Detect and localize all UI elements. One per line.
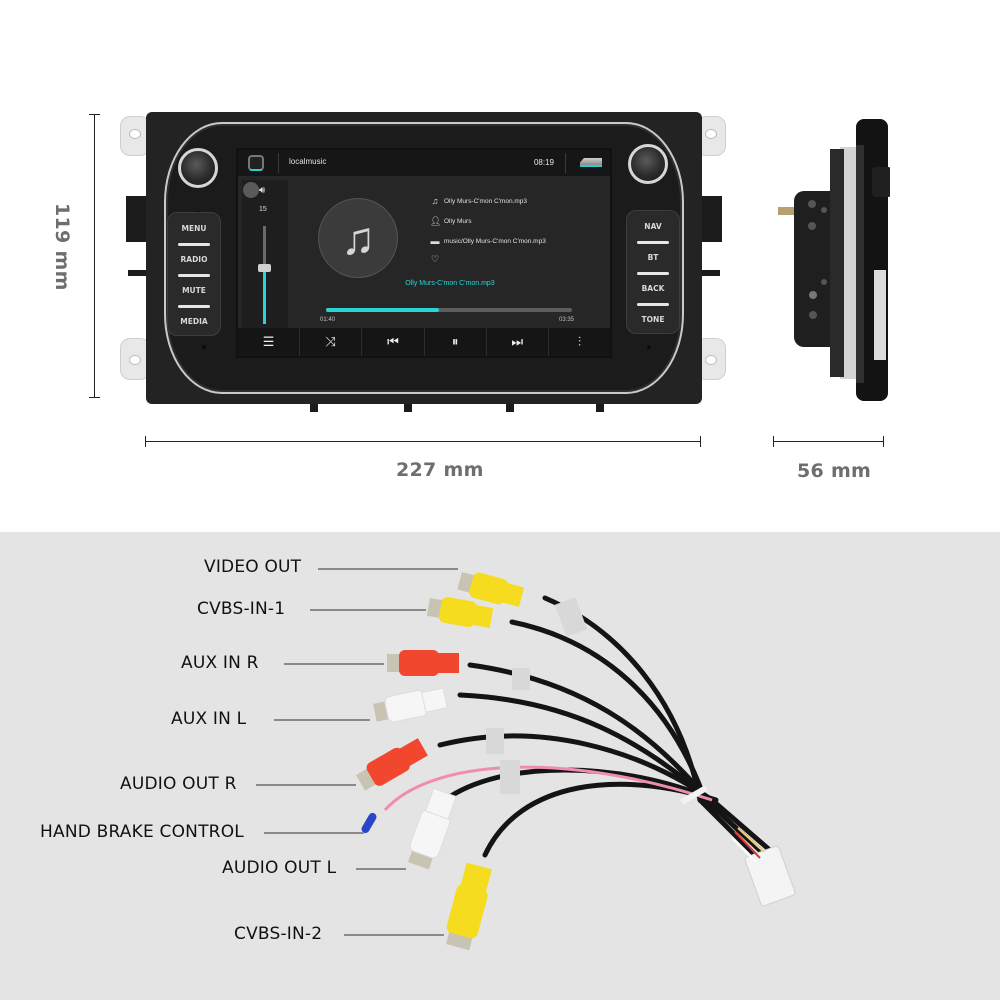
head-unit-side-view bbox=[760, 115, 892, 405]
folder-icon: ▬ bbox=[430, 236, 440, 246]
side-clip-right bbox=[700, 196, 722, 242]
leader-line bbox=[274, 719, 370, 721]
leader-line bbox=[344, 934, 444, 936]
divider bbox=[278, 153, 279, 173]
side-clip-left-lower bbox=[128, 270, 148, 276]
artist-row: 👤︎ Olly Murs bbox=[430, 216, 471, 227]
leader-line bbox=[264, 832, 364, 834]
width-dimension-label: 227 mm bbox=[396, 459, 484, 481]
label-cvbs-in-1: CVBS-IN-1 bbox=[197, 599, 286, 619]
mounting-tab-bottom-left bbox=[120, 338, 150, 380]
track-file-name: Olly Murs-C'mon C'mon.mp3 bbox=[444, 197, 528, 205]
artist-name: Olly Murs bbox=[444, 218, 472, 225]
reset-hole-left bbox=[202, 345, 206, 349]
mute-button[interactable]: MUTE bbox=[182, 286, 206, 295]
divider bbox=[565, 153, 566, 173]
progress-bar[interactable] bbox=[326, 308, 572, 312]
label-cvbs-in-2: CVBS-IN-2 bbox=[234, 924, 323, 944]
media-button[interactable]: MEDIA bbox=[180, 317, 208, 326]
playback-controls: ☰ ⤨ ⏮ ⏸ ⏭ ⫶ bbox=[238, 328, 610, 356]
elapsed-time: 01:40 bbox=[320, 317, 336, 323]
screen-back-button[interactable] bbox=[580, 158, 602, 167]
track-file-row: ♫ Olly Murs-C'mon C'mon.mp3 bbox=[430, 196, 527, 206]
label-aux-in-r: AUX IN R bbox=[181, 653, 259, 673]
leader-line bbox=[318, 568, 458, 570]
leader-line bbox=[256, 784, 356, 786]
floating-assist-button[interactable] bbox=[243, 182, 259, 198]
now-playing-title: Olly Murs-C'mon C'mon.mp3 bbox=[405, 280, 495, 287]
label-audio-out-r: AUDIO OUT R bbox=[120, 774, 237, 794]
volume-knob-left[interactable] bbox=[178, 148, 218, 188]
rca-cable-harness-graphic bbox=[356, 572, 796, 951]
shuffle-icon[interactable]: ⤨ bbox=[300, 328, 363, 356]
next-icon[interactable]: ⏭ bbox=[487, 328, 549, 356]
label-hand-brake-control: HAND BRAKE CONTROL bbox=[40, 822, 244, 842]
width-dimension-line bbox=[145, 436, 701, 447]
nav-button[interactable]: NAV bbox=[644, 222, 662, 231]
label-aux-in-l: AUX IN L bbox=[171, 709, 247, 729]
volume-slider-fill bbox=[263, 270, 266, 324]
bt-button[interactable]: BT bbox=[647, 253, 659, 262]
music-note-icon: ♫ bbox=[318, 198, 398, 278]
pause-icon[interactable]: ⏸ bbox=[425, 328, 487, 356]
side-clip-right-lower bbox=[700, 270, 720, 276]
app-title: localmusic bbox=[289, 157, 327, 166]
total-time: 03:35 bbox=[559, 317, 575, 323]
speaker-icon: 🔊︎ bbox=[259, 185, 266, 196]
side-clip-left bbox=[126, 196, 148, 242]
person-icon: 👤︎ bbox=[430, 216, 442, 226]
label-audio-out-l: AUDIO OUT L bbox=[222, 858, 337, 878]
path-row: ▬ music/Olly Murs-C'mon C'mon.mp3 bbox=[430, 236, 546, 246]
mounting-tab-top-left bbox=[120, 116, 150, 156]
status-bar: localmusic 08:19 bbox=[238, 150, 610, 176]
menu-button[interactable]: MENU bbox=[181, 224, 207, 233]
height-dimension-line bbox=[89, 114, 100, 398]
clock: 08:19 bbox=[533, 158, 554, 167]
back-button[interactable]: BACK bbox=[641, 284, 665, 293]
left-button-group: MENU RADIO MUTE MEDIA bbox=[167, 212, 221, 336]
home-button[interactable] bbox=[248, 155, 264, 171]
volume-slider-handle[interactable] bbox=[258, 264, 271, 272]
equalizer-icon[interactable]: ⫶ bbox=[577, 334, 582, 349]
playlist-icon[interactable]: ☰ bbox=[238, 328, 301, 356]
tune-knob-right[interactable] bbox=[628, 144, 668, 184]
tone-button[interactable]: TONE bbox=[641, 315, 665, 324]
leader-line bbox=[310, 609, 426, 611]
heart-icon[interactable]: ♡ bbox=[430, 254, 440, 264]
cable-harness-section: VIDEO OUT CVBS-IN-1 AUX IN R AUX IN L AU… bbox=[0, 532, 1000, 1000]
product-dimensions-section: 119 mm MENU RADIO MUTE bbox=[51, 112, 892, 482]
depth-dimension-line bbox=[773, 436, 884, 447]
music-note-icon: ♫ bbox=[431, 196, 439, 206]
bottom-clip bbox=[596, 400, 604, 412]
label-video-out: VIDEO OUT bbox=[204, 557, 302, 577]
bottom-clip bbox=[404, 400, 412, 412]
previous-icon[interactable]: ⏮ bbox=[362, 328, 425, 356]
touchscreen: localmusic 08:19 🔊︎ 15 ♫ ♫ Olly Murs-C'm… bbox=[236, 148, 612, 358]
favorite-row: ♡ bbox=[430, 254, 440, 265]
volume-value: 15 bbox=[259, 206, 267, 213]
bottom-clip bbox=[310, 400, 318, 412]
depth-dimension-label: 56 mm bbox=[797, 460, 872, 482]
leader-line bbox=[356, 868, 406, 870]
progress-fill bbox=[326, 308, 440, 312]
leader-line bbox=[284, 663, 384, 665]
side-profile-graphic bbox=[778, 119, 892, 401]
radio-button[interactable]: RADIO bbox=[180, 255, 208, 264]
height-dimension-label: 119 mm bbox=[51, 203, 73, 291]
right-button-group: NAV BT BACK TONE bbox=[626, 210, 680, 334]
track-path: music/Olly Murs-C'mon C'mon.mp3 bbox=[444, 237, 546, 245]
reset-hole-right bbox=[647, 345, 651, 349]
volume-panel: 🔊︎ 15 bbox=[242, 180, 288, 328]
bottom-clip bbox=[506, 400, 514, 412]
